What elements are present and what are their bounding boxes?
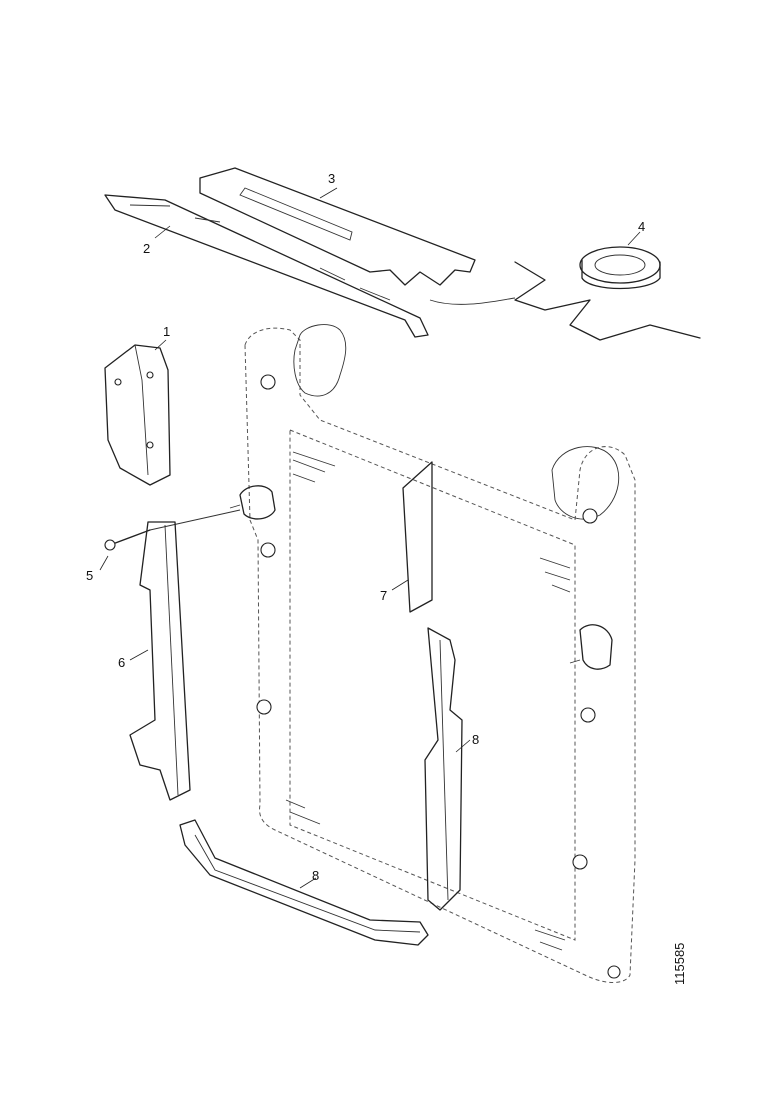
callout-6-frame: 7	[380, 588, 387, 603]
part-6-frame-seal	[402, 461, 433, 613]
figure-number: 115585	[672, 943, 687, 985]
callout-4: 4	[638, 219, 645, 234]
leader-lines	[99, 187, 641, 889]
part-3-upper-seal-plate	[199, 167, 476, 286]
callout-6-left: 6	[118, 655, 125, 670]
callout-3: 3	[328, 171, 335, 186]
part-5-bolt	[104, 509, 241, 551]
part-1-bracket	[104, 344, 171, 486]
frame-fastener-left	[229, 485, 276, 520]
callout-1: 1	[163, 324, 170, 339]
callout-5: 5	[86, 568, 93, 583]
frame-fastener-right	[569, 624, 613, 670]
part-2-seal-strip	[104, 194, 429, 338]
radiator-frame	[244, 324, 636, 983]
mount-bushing	[256, 374, 621, 979]
callout-8-right: 8	[472, 732, 479, 747]
part-7-bottom-seal	[179, 819, 429, 946]
callout-7-bottom: 8	[312, 868, 319, 883]
part-4-grommet	[429, 246, 701, 341]
part-6-left-side-seal	[129, 521, 191, 801]
part-8-right-side-seal	[424, 627, 463, 911]
callout-2: 2	[143, 241, 150, 256]
